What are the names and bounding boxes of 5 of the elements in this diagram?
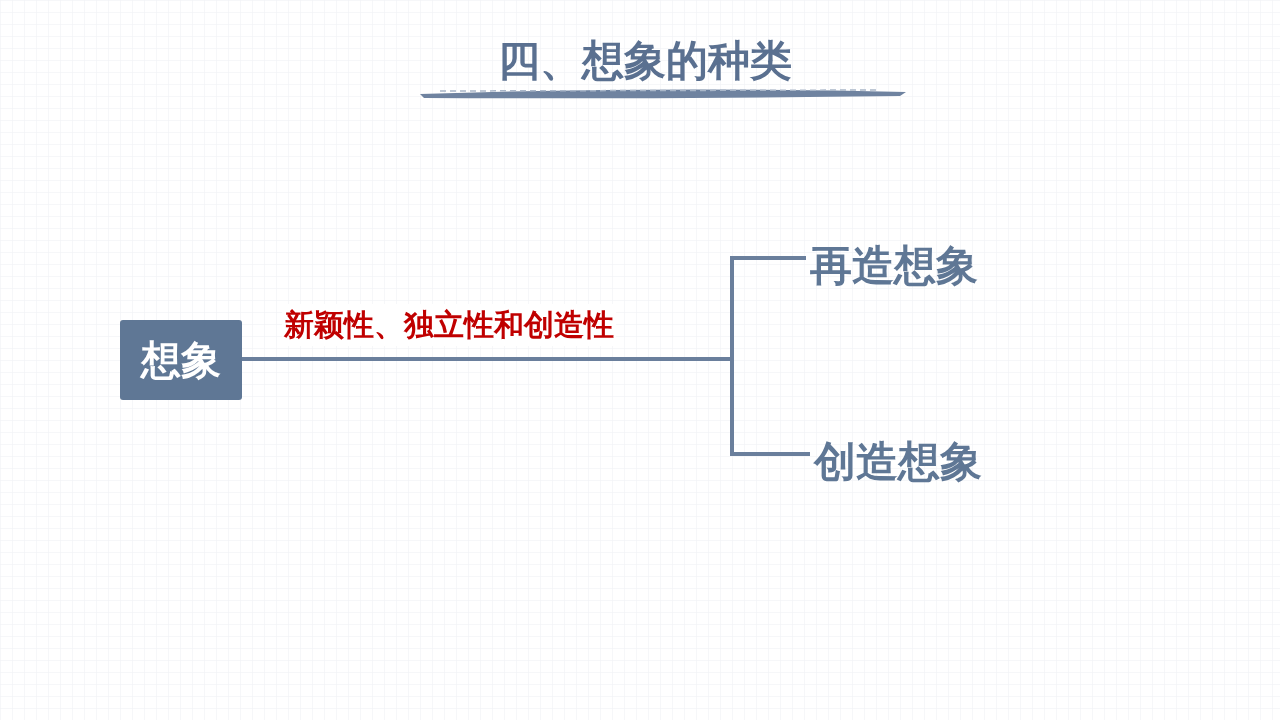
category-text: 再造想象: [810, 238, 978, 294]
category-text: 创造想象: [814, 434, 982, 490]
title: 四、想象的种类: [497, 35, 793, 87]
concept-box: 想象: [120, 320, 242, 400]
edge-label: 新颖性、独立性和创造性: [282, 304, 616, 346]
